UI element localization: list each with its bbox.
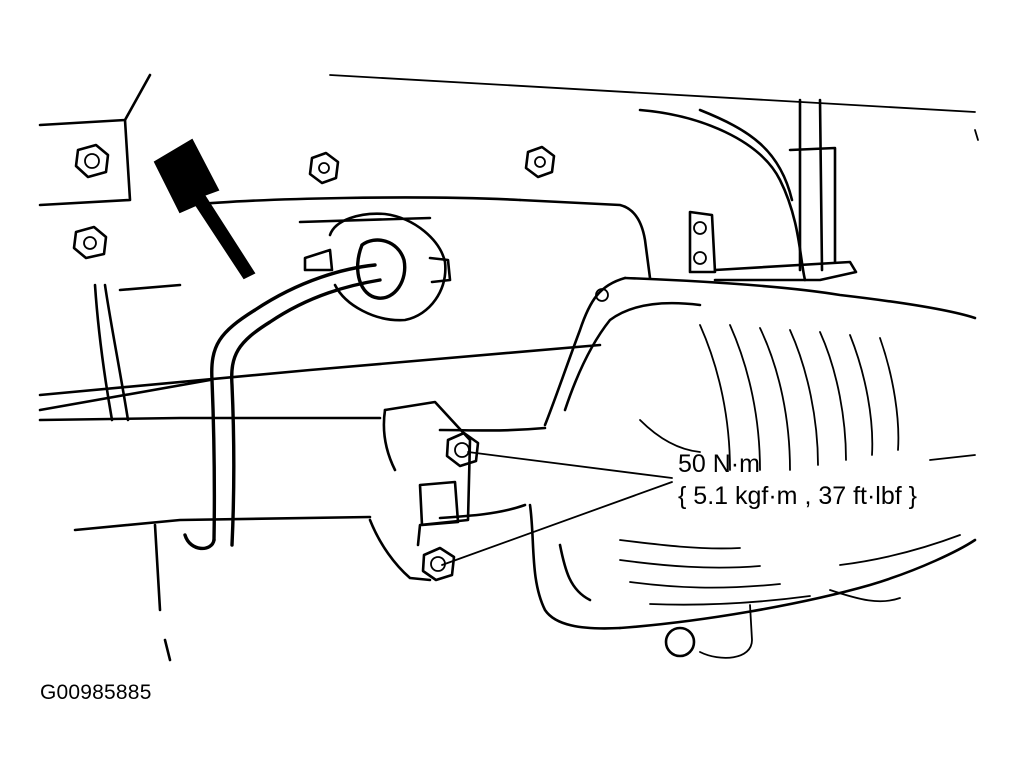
exhaust-pipe [38,416,547,662]
body-fasteners [72,143,556,260]
crossmember [638,98,858,282]
bolt-icon [421,546,456,582]
leader-lines [441,451,673,566]
torque-value-nm: 50 N·m [678,450,760,478]
bolt-icon [308,151,340,185]
torque-value-alt: { 5.1 kgf·m , 37 ft·lbf } [678,482,918,510]
bolt-icon [524,145,556,179]
sensor-grommet [303,212,452,322]
torque-callout: 50 N·m { 5.1 kgf·m , 37 ft·lbf } [678,448,917,512]
sensor-wire [183,263,382,551]
pipe-clamp [368,400,480,582]
bolt-icon [74,143,110,179]
arrow-icon [153,138,256,280]
bolt-icon [72,225,108,260]
heat-shield [528,276,977,659]
figure-id-label: G00985885 [40,681,152,704]
bolt-icon [445,431,480,468]
body-panel [38,73,979,422]
